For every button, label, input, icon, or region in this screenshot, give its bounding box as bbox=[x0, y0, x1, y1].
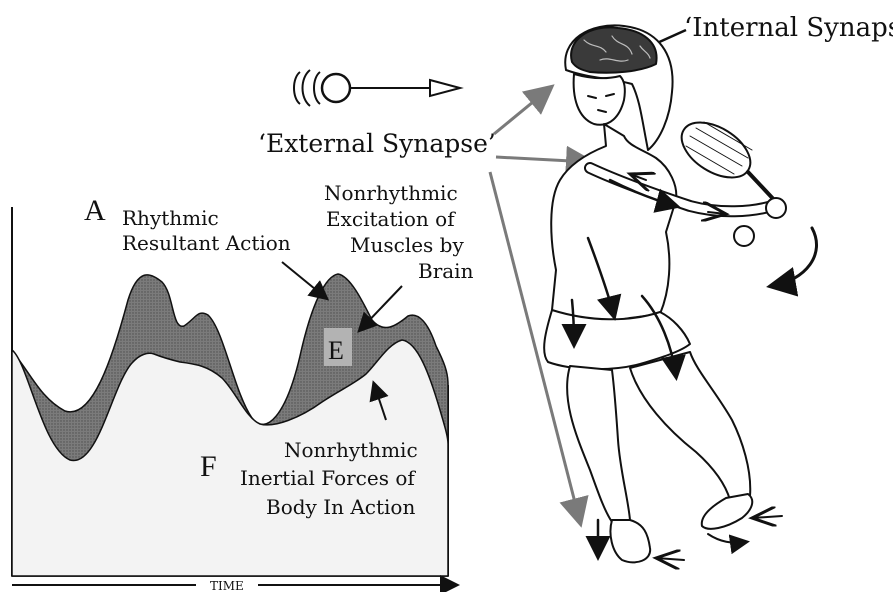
external-synapse-label: ‘External Synapse’ bbox=[258, 129, 496, 158]
excitation-label-line3: Muscles by bbox=[350, 233, 464, 257]
excitation-label-line2: Excitation of bbox=[326, 207, 456, 231]
internal-synapse-label: ‘Internal Synapse’ bbox=[684, 13, 893, 43]
letter-a: A bbox=[84, 194, 106, 227]
inertial-label-line1: Nonrhythmic bbox=[284, 438, 418, 462]
tennis-ball-icon bbox=[294, 70, 460, 106]
letter-e: E bbox=[328, 336, 344, 365]
rhythmic-label-line2: Resultant Action bbox=[122, 231, 291, 255]
external-synapse-arrow-up bbox=[494, 88, 550, 134]
rhythmic-label-line1: Rhythmic bbox=[122, 206, 219, 230]
time-label: TIME bbox=[210, 579, 244, 592]
excitation-label-line4: Brain bbox=[418, 259, 474, 283]
letter-f: F bbox=[200, 450, 217, 483]
inertial-label-line3: Body In Action bbox=[266, 495, 415, 519]
rhythm-chart: E A F Rhythmic Resultant Action Nonrhyth… bbox=[12, 181, 474, 592]
inertial-label-line2: Inertial Forces of bbox=[240, 466, 416, 490]
excitation-label-line1: Nonrhythmic bbox=[324, 181, 458, 205]
external-synapse-arrow-right bbox=[496, 157, 590, 162]
rhythmic-arrow bbox=[282, 262, 326, 298]
tennis-player-illustration bbox=[544, 25, 816, 562]
